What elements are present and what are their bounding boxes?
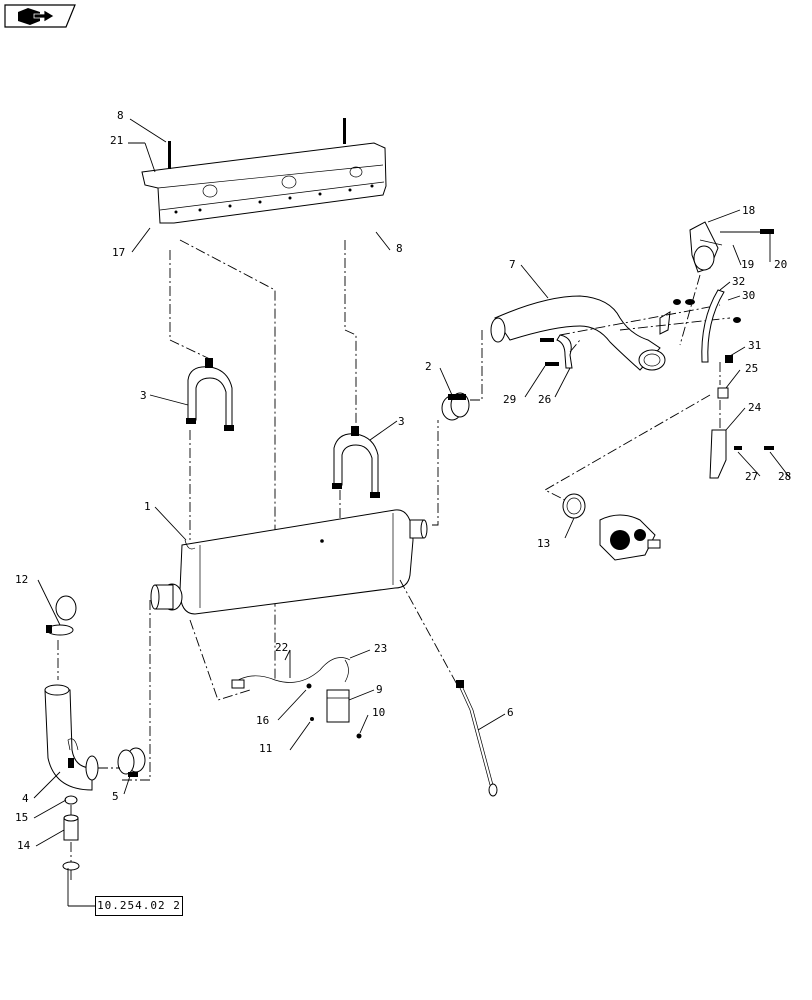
callout-label: 28: [778, 470, 791, 483]
bracket-strap-lower: [332, 426, 380, 498]
callout-label: 3: [140, 389, 147, 402]
bracket-18: [689, 221, 774, 273]
inlet-elbow: [44, 684, 99, 791]
muffler: [150, 509, 428, 615]
tube-30: [701, 289, 741, 363]
callout-label: 24: [748, 401, 762, 414]
coupler-14: [62, 795, 80, 871]
callout-label: 20: [774, 258, 787, 271]
callout-label: 27: [745, 470, 758, 483]
callout-label: 21: [110, 134, 123, 147]
callout-label: 17: [112, 246, 125, 259]
callout-label: 16: [256, 714, 269, 727]
callout-label: 14: [17, 839, 31, 852]
callout-label: 1: [144, 500, 151, 513]
callout-label: 7: [509, 258, 516, 271]
callout-label: 10: [372, 706, 385, 719]
callout-label: 32: [732, 275, 745, 288]
callout-label: 11: [259, 742, 272, 755]
sensor-probe-6: [456, 680, 498, 797]
callout-label: 4: [22, 792, 29, 805]
callout-label: 6: [507, 706, 514, 719]
callout-label: 30: [742, 289, 755, 302]
reference-link[interactable]: 10.254.02 2: [95, 896, 183, 916]
turbocharger: [562, 493, 661, 561]
callout-label: 5: [112, 790, 119, 803]
sensor-25: [709, 387, 774, 479]
callout-label: 15: [15, 811, 28, 824]
callout-label: 23: [374, 642, 387, 655]
bracket-strap-upper: [186, 358, 234, 431]
callout-label: 19: [741, 258, 754, 271]
exhaust-pipe: [490, 295, 666, 371]
callout-label: 2: [425, 360, 432, 373]
callout-label: 3: [398, 415, 405, 428]
callout-label: 9: [376, 683, 383, 696]
callout-label: 12: [15, 573, 28, 586]
clamp-2: [441, 392, 470, 421]
callout-label: 8: [117, 109, 124, 122]
leader-lines: [33, 118, 791, 907]
clamp-12: [46, 595, 77, 636]
heat-shield: [141, 118, 387, 224]
sensor-harness: [231, 657, 362, 739]
callout-label: 22: [275, 641, 288, 654]
return-arrow-icon: [4, 4, 76, 28]
callout-label: 25: [745, 362, 758, 375]
nav-return-button[interactable]: [4, 4, 76, 28]
callout-label: 13: [537, 537, 550, 550]
callout-label: 31: [748, 339, 761, 352]
clamp-5: [117, 747, 146, 777]
callout-label: 18: [742, 204, 755, 217]
callout-label: 29: [503, 393, 516, 406]
callout-labels: 1 2 3 3 4 5 6 7 8 8 9 10 11 12 13 14 15 …: [15, 109, 791, 852]
callout-label: 8: [396, 242, 403, 255]
callout-label: 26: [538, 393, 551, 406]
